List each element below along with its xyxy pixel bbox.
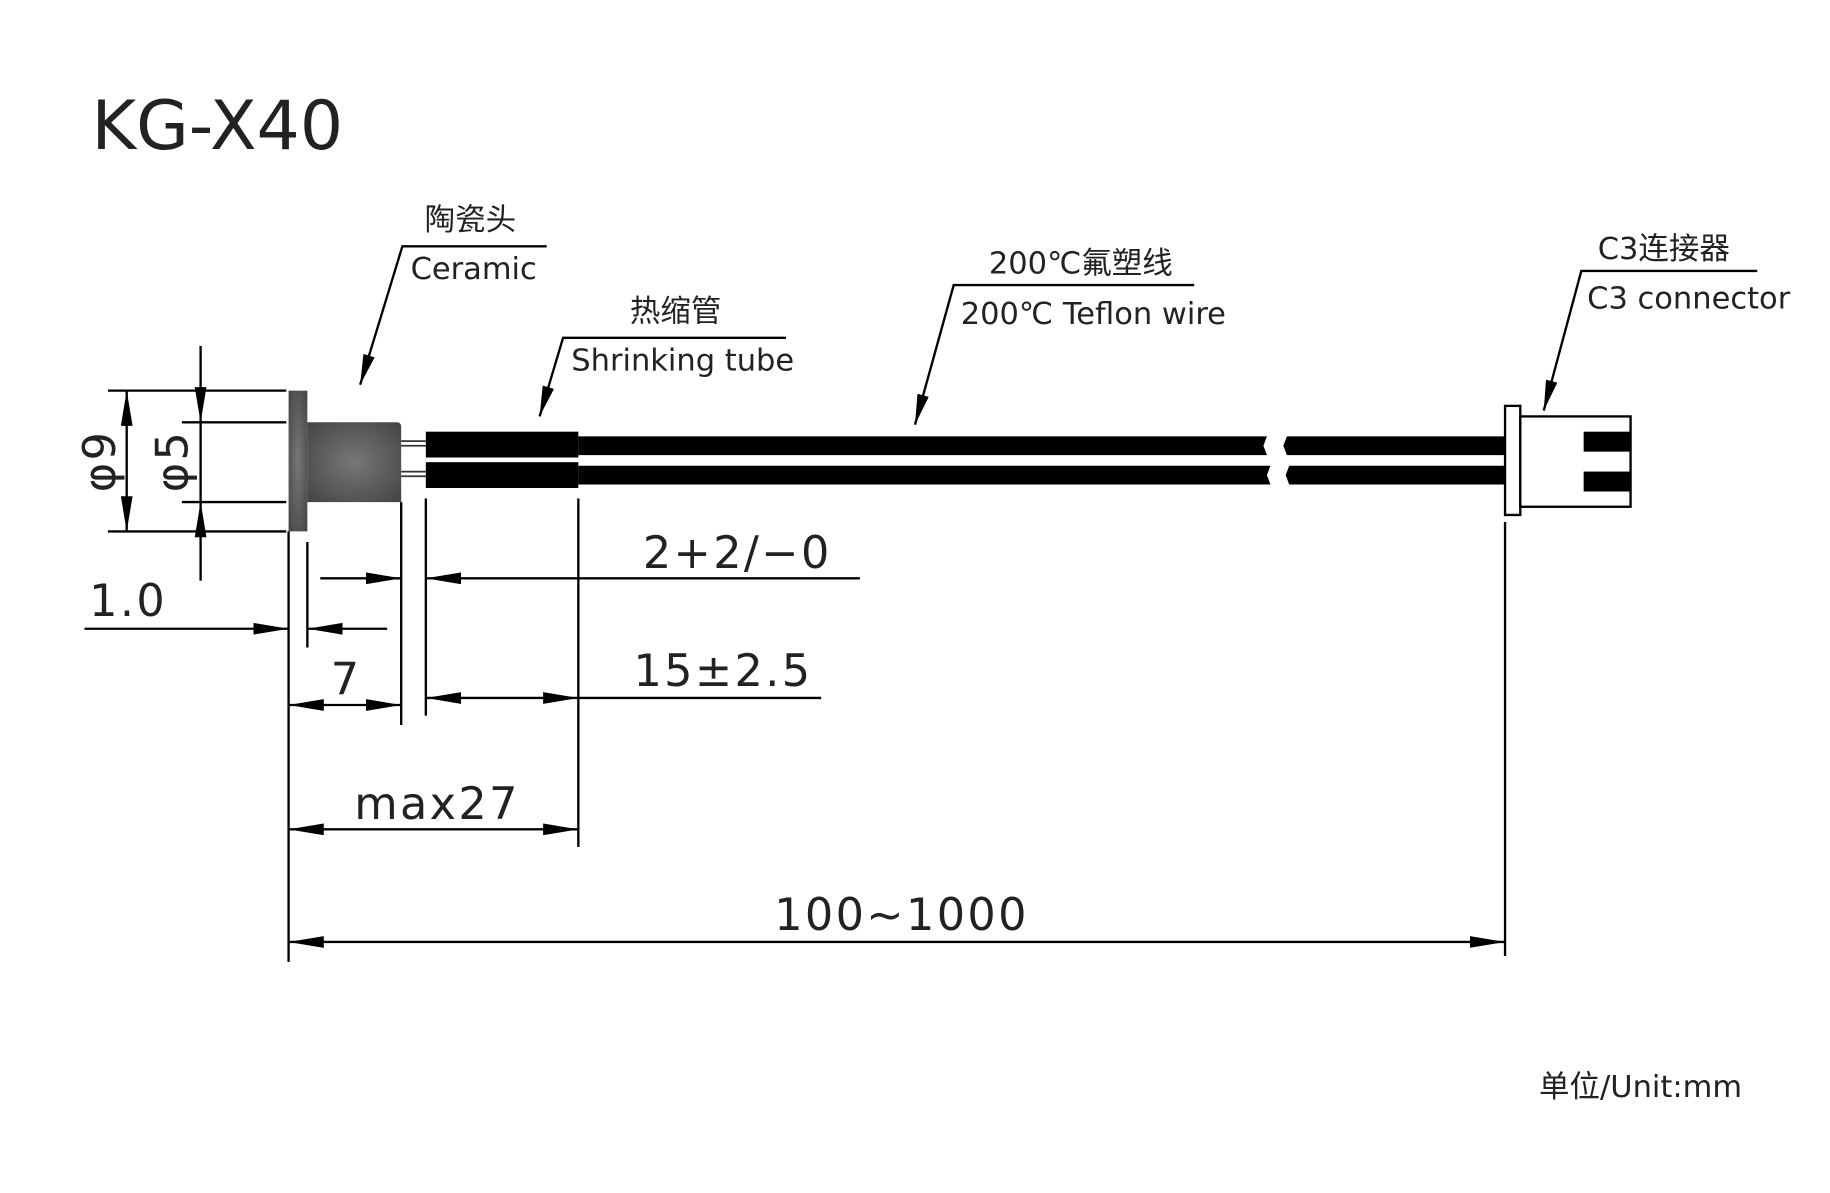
ceramic-head (288, 390, 402, 532)
title: KG-X40 (92, 87, 344, 166)
unit-note: 单位/Unit:mm (1539, 1070, 1742, 1105)
pins (401, 440, 426, 478)
extension-lines (107, 389, 1507, 962)
wire-label-cn: 200℃氟塑线 (989, 246, 1173, 281)
teflon-wire (578, 436, 1506, 485)
head-length-dimension: 7 (331, 653, 362, 705)
outer-diameter-label: φ9 (74, 430, 126, 492)
tube-label-en: Shrinking tube (571, 344, 794, 379)
ceramic-label-en: Ceramic (411, 252, 537, 287)
shrinking-tube (425, 431, 579, 488)
dimension-lines (84, 346, 1506, 948)
wire-label-en: 200℃ Teflon wire (961, 297, 1226, 332)
tube-label-cn: 热缩管 (630, 294, 721, 329)
total-length-dimension: 100~1000 (774, 889, 1029, 941)
ceramic-label-cn: 陶瓷头 (425, 203, 516, 238)
pin-gap-dimension: 2+2/−0 (643, 527, 832, 579)
tube-length-dimension: 15±2.5 (633, 645, 812, 697)
connector-label-cn: C3连接器 (1598, 232, 1730, 267)
inner-diameter-label: φ5 (147, 430, 199, 492)
flange-dimension: 1.0 (89, 575, 167, 627)
max-length-dimension: max27 (354, 778, 520, 830)
leader-lines (359, 245, 1758, 425)
connector-label-en: C3 connector (1587, 282, 1791, 317)
c3-connector (1503, 404, 1632, 517)
